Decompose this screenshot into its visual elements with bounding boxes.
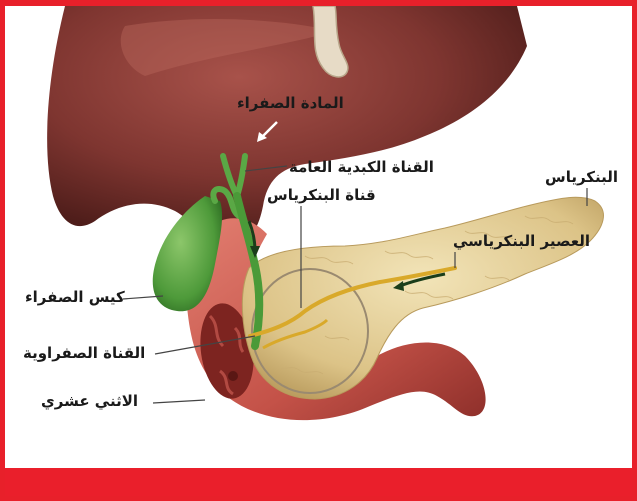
label-pancreatic-juice: العصير البنكرياسي [453,232,590,250]
label-bile: المادة الصفراء [237,94,344,112]
bottom-red-bar [5,468,637,496]
label-gallbladder: كيس الصفراء [25,288,125,306]
label-duodenum: الاثني عشري [41,392,138,410]
label-common-hepatic-duct: القناة الكبدية العامة [289,158,434,176]
label-pancreatic-duct: قناة البنكرياس [267,186,376,204]
label-bile-duct: القناة الصفراوية [23,344,145,362]
label-pancreas: البنكرياس [545,168,618,186]
leader-duodenum [153,400,205,403]
